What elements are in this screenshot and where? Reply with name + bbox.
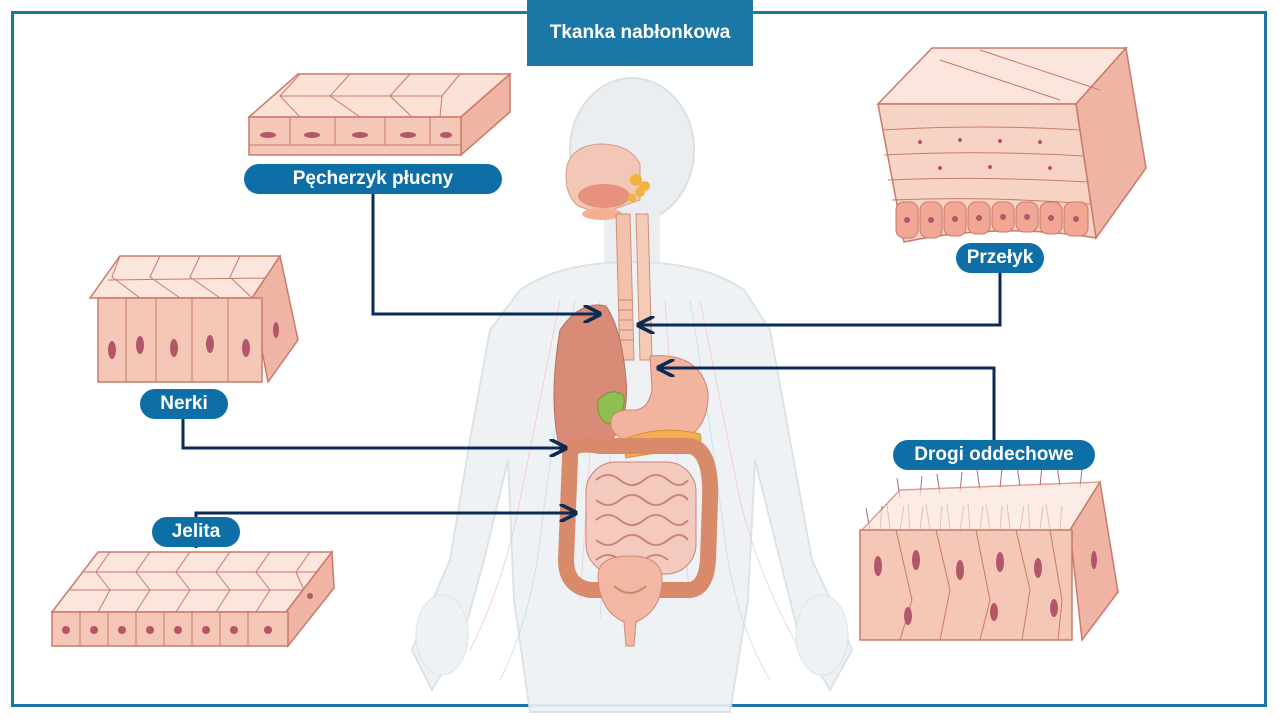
label-intestines: Jelita bbox=[152, 517, 240, 547]
arrow-airways bbox=[660, 368, 996, 456]
intestines-tissue-illustration bbox=[50, 549, 335, 649]
arrow-alveolus bbox=[371, 184, 598, 314]
label-airways: Drogi oddechowe bbox=[893, 440, 1095, 470]
arrow-kidneys bbox=[181, 414, 564, 448]
kidneys-tissue-illustration bbox=[88, 254, 299, 384]
airways-tissue-illustration bbox=[858, 465, 1119, 642]
alveolus-tissue-illustration bbox=[247, 72, 512, 157]
diagram-title: Tkanka nabłonkowa bbox=[527, 0, 753, 66]
arrow-esophagus bbox=[640, 272, 1002, 325]
esophagus-tissue-illustration bbox=[876, 46, 1147, 243]
label-alveolus: Pęcherzyk płucny bbox=[244, 164, 502, 194]
label-esophagus: Przełyk bbox=[956, 243, 1044, 273]
label-kidneys: Nerki bbox=[140, 389, 228, 419]
